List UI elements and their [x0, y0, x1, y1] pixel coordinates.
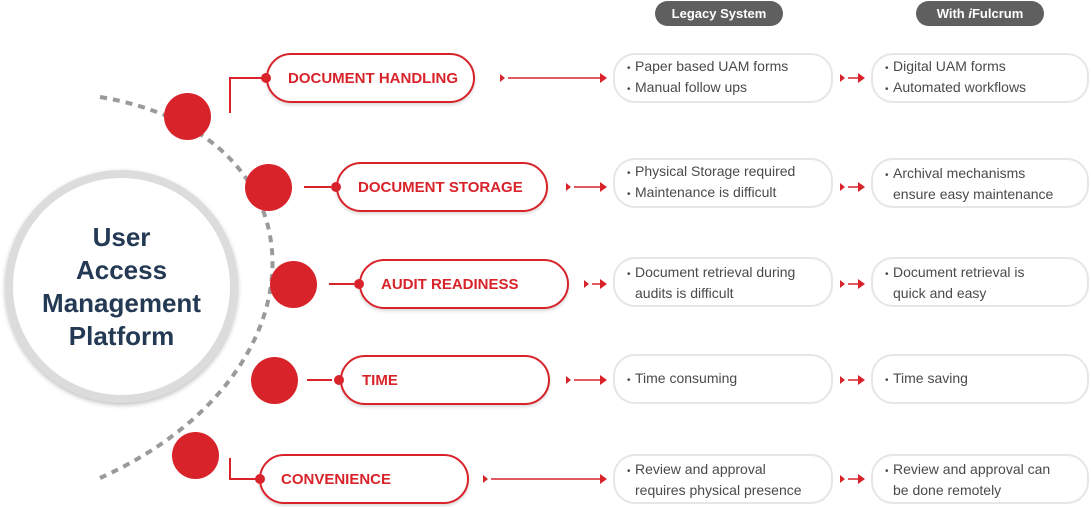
arrow-3 [584, 279, 607, 289]
legacy-box-3: • Document retrieval during audits is dif… [613, 257, 833, 307]
pill-document-handling: DOCUMENT HANDLING [266, 53, 475, 103]
arrow-4 [566, 375, 607, 385]
ifulcrum-text: Automated workflows [893, 79, 1027, 95]
legacy-box-2: • Physical Storage required • Maintenance … [613, 158, 833, 208]
ifulcrum-text: ensure easy maintenance [893, 185, 1054, 202]
hub-title-line: Management [42, 287, 201, 318]
legacy-text: Paper based UAM forms [635, 58, 789, 74]
ifulcrum-box-2: • Archival mechanisms ensure easy mainten… [871, 158, 1089, 208]
arrow-2 [566, 182, 607, 192]
arrow-mid-3 [840, 279, 865, 289]
bullet-icon: • [627, 465, 631, 477]
legacy-text: Document retrieval during [635, 263, 796, 280]
pill-label: DOCUMENT HANDLING [288, 69, 458, 87]
ifulcrum-text: Review and approval can [893, 460, 1051, 477]
bullet-icon: • [885, 63, 889, 74]
pill-anchor-dot [334, 375, 344, 385]
pill-label: CONVENIENCE [281, 470, 392, 488]
hub-title-line: Access [75, 254, 168, 285]
ifulcrum-text: Archival mechanisms [893, 164, 1026, 181]
connector-1 [229, 77, 266, 113]
legacy-text: audits is difficult [635, 284, 734, 301]
ifulcrum-header-prefix: With [936, 6, 969, 21]
bullet-icon: • [885, 169, 889, 181]
pill-anchor-dot [354, 279, 364, 289]
arrow-mid-5 [840, 474, 865, 484]
pill-time: TIME [340, 355, 550, 405]
hub-title-line: User [92, 221, 151, 252]
pill-label: DOCUMENT STORAGE [358, 178, 523, 196]
ifulcrum-box-1: • Digital UAM forms • Automated workflows [871, 53, 1089, 103]
pill-label: TIME [362, 371, 398, 389]
hub-title: User Access Management Platform [17, 221, 227, 353]
arrow-mid-4 [840, 375, 865, 385]
hub-circle: User Access Management Platform [5, 170, 238, 403]
legacy-box-5: • Review and approval requires physical p… [613, 454, 833, 504]
arrow-mid-2 [840, 182, 865, 192]
arrow-5 [483, 474, 607, 484]
ifulcrum-header-italic: i [968, 6, 972, 21]
bullet-icon: • [627, 84, 631, 95]
bullet-icon: • [627, 63, 631, 74]
bullet-icon: • [885, 268, 889, 280]
ifulcrum-box-3: • Document retrieval is quick and easy [871, 257, 1089, 307]
legacy-box-4: • Time consuming [613, 354, 833, 404]
node-dot-5 [172, 432, 219, 479]
bullet-icon: • [627, 189, 631, 200]
legacy-box-1: • Paper based UAM forms • Manual follow up… [613, 53, 833, 103]
bullet-icon: • [885, 465, 889, 477]
node-dot-4 [251, 357, 298, 404]
pill-anchor-dot [255, 474, 265, 484]
ifulcrum-text: Digital UAM forms [893, 58, 1006, 74]
bullet-icon: • [627, 374, 631, 386]
arrow-mid-1 [840, 73, 865, 83]
legacy-text: requires physical presence [635, 481, 802, 498]
legacy-header-label: Legacy System [671, 6, 767, 21]
pill-label: AUDIT READINESS [381, 275, 519, 293]
pill-document-storage: DOCUMENT STORAGE [336, 162, 548, 212]
ifulcrum-text: quick and easy [893, 284, 987, 301]
legacy-text: Review and approval [635, 460, 766, 477]
ifulcrum-box-4: • Time saving [871, 354, 1089, 404]
node-dot-1 [164, 93, 211, 140]
ifulcrum-text: Document retrieval is [893, 263, 1025, 280]
pill-audit-readiness: AUDIT READINESS [359, 259, 569, 309]
bullet-icon: • [627, 168, 631, 179]
bullet-icon: • [627, 268, 631, 280]
ifulcrum-box-5: • Review and approval can be done remotel… [871, 454, 1089, 504]
legacy-text: Time consuming [635, 369, 738, 386]
connector-5 [229, 458, 259, 480]
pill-convenience: CONVENIENCE [259, 454, 469, 504]
node-dot-2 [245, 164, 292, 211]
legacy-text: Manual follow ups [635, 79, 748, 95]
bullet-icon: • [885, 84, 889, 95]
hub-title-line: Platform [68, 320, 175, 351]
arrow-1 [500, 73, 607, 83]
legacy-text: Physical Storage required [635, 163, 796, 179]
node-dot-3 [270, 261, 317, 308]
ifulcrum-text: be done remotely [893, 481, 1002, 498]
ifulcrum-text: Time saving [893, 369, 968, 386]
bullet-icon: • [885, 374, 889, 386]
legacy-system-header: Legacy System [655, 1, 783, 26]
pill-anchor-dot [331, 182, 341, 192]
pill-anchor-dot [261, 73, 271, 83]
legacy-text: Maintenance is difficult [635, 184, 777, 200]
ifulcrum-header-suffix: Fulcrum [971, 6, 1024, 21]
dashed-arc [99, 95, 275, 480]
